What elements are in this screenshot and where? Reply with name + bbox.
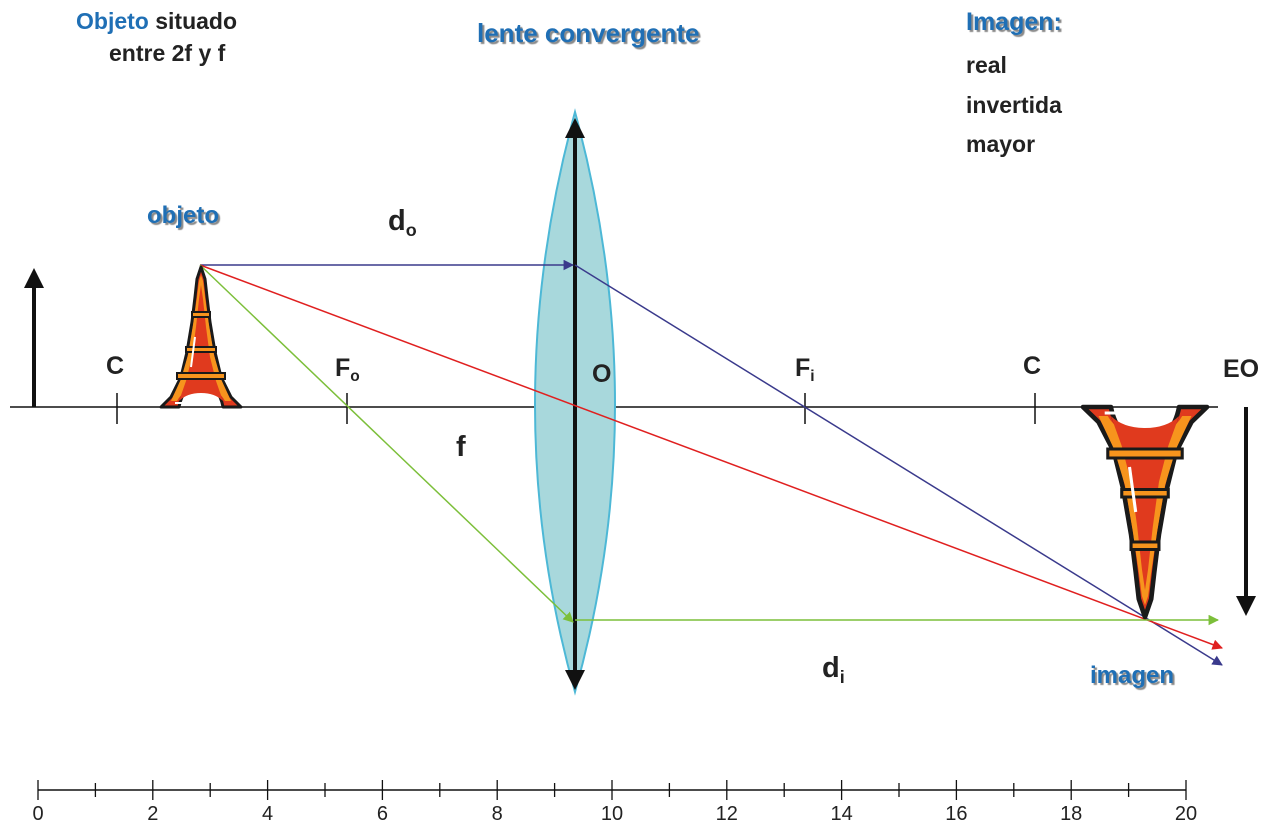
scale-tick-label: 16 xyxy=(945,803,967,825)
scale-tick-label: 12 xyxy=(716,803,738,825)
scale-tick-label: 8 xyxy=(492,803,503,825)
label-fo: Fo xyxy=(335,354,360,385)
scale-tick-label: 18 xyxy=(1060,803,1082,825)
label-fi: Fi xyxy=(795,354,815,385)
label-eo: EO xyxy=(1223,355,1260,383)
scale-tick-label: 0 xyxy=(32,803,43,825)
scale-tick-label: 2 xyxy=(147,803,158,825)
label-di-main: d xyxy=(822,652,840,684)
label-do: do xyxy=(388,205,417,240)
scale-tick-label: 14 xyxy=(830,803,852,825)
image-prop-1: real xyxy=(966,52,1007,78)
lens-title: lente convergente xyxy=(477,18,700,48)
distance-scale: 0 2 4 6 8 10 12 14 16 18 20 xyxy=(32,780,1197,825)
scale-tick-label: 20 xyxy=(1175,803,1197,825)
image-heading: Imagen: xyxy=(966,8,1062,36)
image-prop-2: invertida xyxy=(966,92,1062,118)
scale-tick-label: 4 xyxy=(262,803,273,825)
title-object-rest: situado xyxy=(155,8,238,34)
label-objeto: objeto xyxy=(147,202,219,229)
ray-parallel-refracted xyxy=(574,264,1223,666)
label-c-right: C xyxy=(1023,352,1042,380)
title-object-word: Objeto xyxy=(76,8,149,34)
title-object-line2: entre 2f y f xyxy=(109,40,226,66)
label-fi-main: F xyxy=(795,354,811,382)
object-eiffel-tower xyxy=(159,265,243,409)
label-di: di xyxy=(822,652,845,687)
ray-through-center xyxy=(199,264,1223,650)
label-fi-sub: i xyxy=(810,368,815,386)
label-di-sub: i xyxy=(839,667,845,688)
label-do-sub: o xyxy=(405,220,417,241)
scale-tick-label: 6 xyxy=(377,803,388,825)
label-fo-main: F xyxy=(335,354,351,382)
image-prop-3: mayor xyxy=(966,131,1036,157)
label-imagen: imagen xyxy=(1090,662,1175,689)
label-c-left: C xyxy=(106,352,125,380)
ray-focal-incident xyxy=(199,264,574,623)
label-do-main: d xyxy=(388,205,406,237)
scale-tick-label: 10 xyxy=(601,803,623,825)
label-f: f xyxy=(456,431,466,463)
label-fo-sub: o xyxy=(350,368,360,386)
image-eiffel-tower xyxy=(1083,407,1207,617)
label-o: O xyxy=(592,360,612,388)
